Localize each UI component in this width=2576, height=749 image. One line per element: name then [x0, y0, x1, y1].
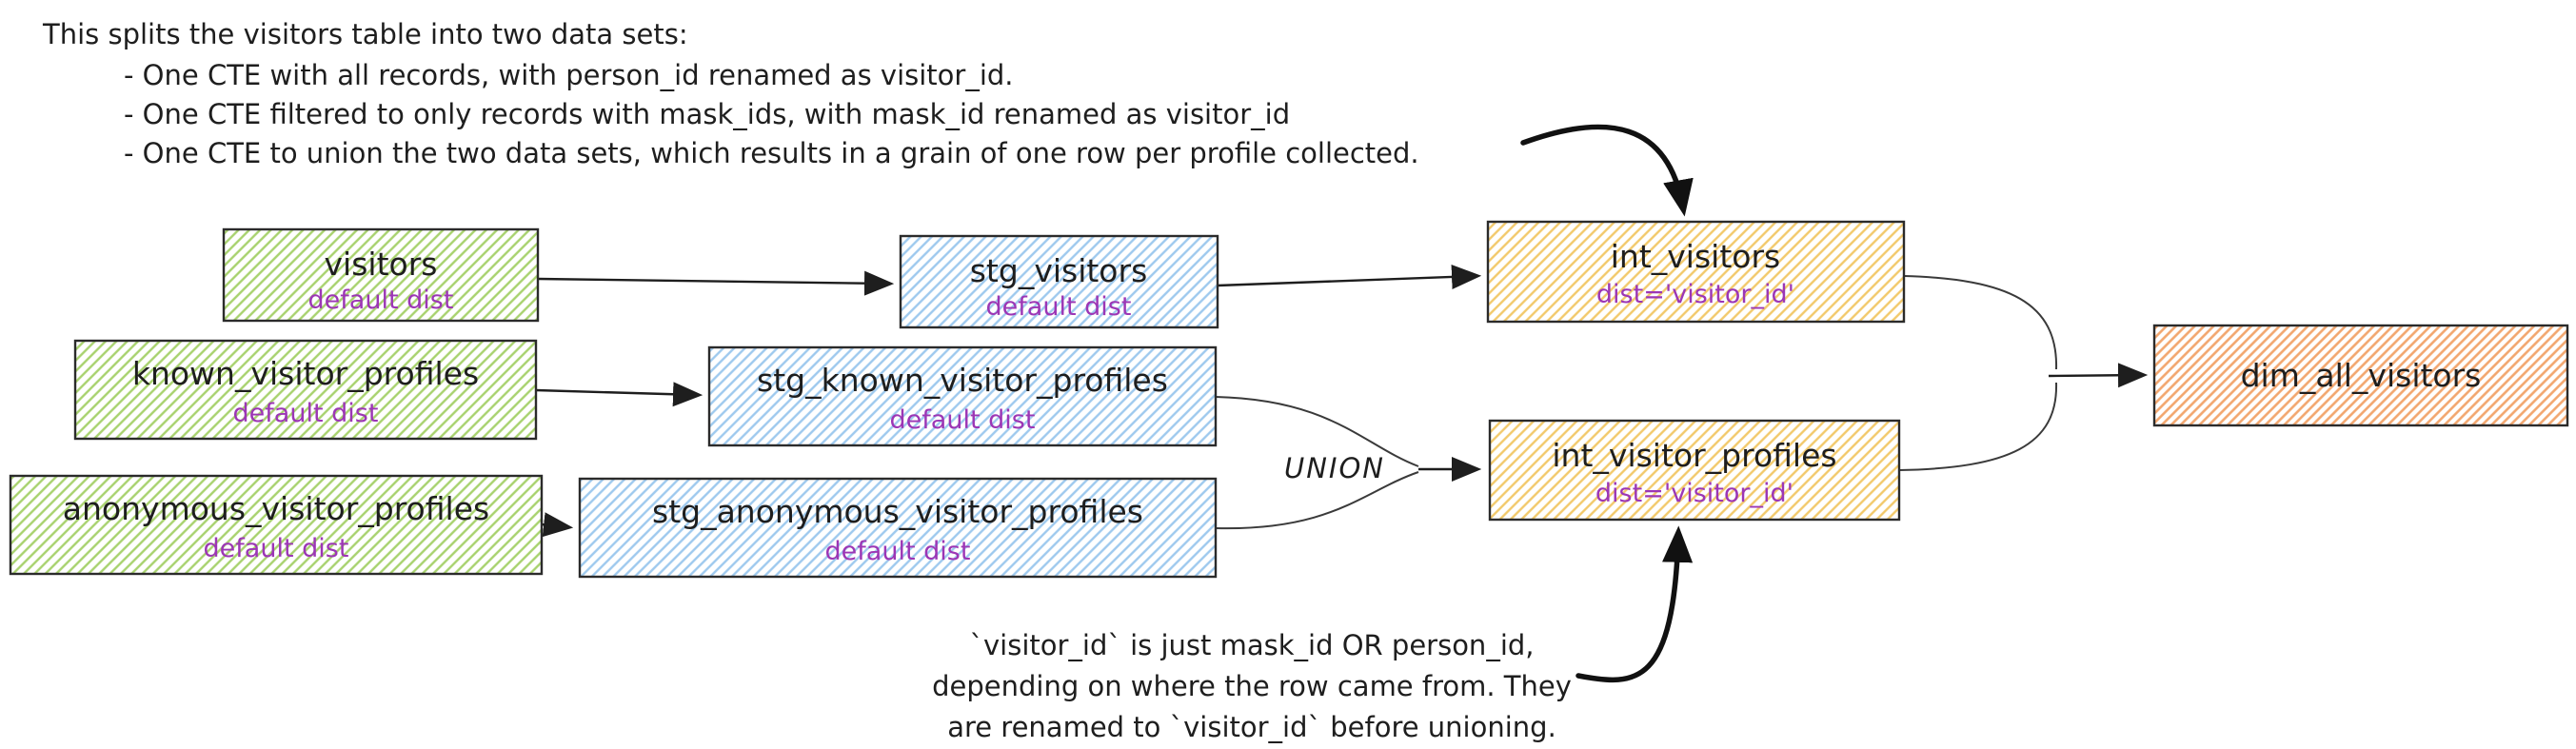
node-stg-known-visitor-profiles-subtitle: default dist	[890, 405, 1036, 435]
edge-int-visitor-profiles-to-merge	[1898, 382, 2058, 471]
node-visitors-title: visitors	[325, 246, 438, 283]
node-known-visitor-profiles-title: known_visitor_profiles	[132, 355, 479, 392]
node-known-visitor-profiles-subtitle: default dist	[233, 399, 379, 428]
bottom-note-line-2: depending on where the row came from. Th…	[932, 670, 1572, 702]
node-stg-known-visitor-profiles: stg_known_visitor_profiles default dist	[707, 345, 1218, 447]
node-stg-anonymous-visitor-profiles-subtitle: default dist	[825, 537, 971, 566]
node-anonymous-visitor-profiles: anonymous_visitor_profiles default dist	[9, 474, 544, 576]
node-int-visitor-profiles-box	[1488, 419, 1901, 522]
node-dim-all-visitors-title: dim_all_visitors	[2241, 357, 2482, 394]
node-int-visitors: int_visitors dist='visitor_id'	[1486, 220, 1906, 324]
node-stg-anonymous-visitor-profiles-box	[578, 477, 1218, 579]
edge-stg-visitors-to-int-visitors	[1217, 264, 1482, 289]
node-stg-anonymous-visitor-profiles: stg_anonymous_visitor_profiles default d…	[578, 477, 1218, 579]
top-note-bullet-2: - One CTE filtered to only records with …	[124, 98, 1290, 130]
bottom-note-line-3: are renamed to `visitor_id` before union…	[947, 711, 1556, 743]
node-known-visitor-profiles: known_visitor_profiles default dist	[73, 339, 538, 441]
top-note-bullet-3: - One CTE to union the two data sets, wh…	[124, 137, 1419, 169]
edge-merge-to-dim-all-visitors	[2048, 363, 2149, 388]
edge-anonymous-to-stg-anonymous	[541, 512, 574, 538]
node-anonymous-visitor-profiles-box	[9, 474, 544, 576]
edge-stg-known-to-union	[1215, 396, 1419, 467]
node-stg-anonymous-visitor-profiles-title: stg_anonymous_visitor_profiles	[652, 493, 1143, 530]
node-anonymous-visitor-profiles-title: anonymous_visitor_profiles	[63, 490, 489, 527]
node-int-visitors-box	[1486, 220, 1906, 324]
edge-known-to-stg-known	[535, 382, 703, 407]
node-stg-visitors-title: stg_visitors	[970, 252, 1148, 289]
node-int-visitors-subtitle: dist='visitor_id'	[1596, 280, 1794, 309]
top-note-bullet-1: - One CTE with all records, with person_…	[124, 59, 1014, 91]
node-stg-known-visitor-profiles-title: stg_known_visitor_profiles	[757, 362, 1168, 399]
node-stg-known-visitor-profiles-box	[707, 345, 1218, 447]
node-dim-all-visitors: dim_all_visitors	[2152, 324, 2569, 427]
union-label: UNION	[1284, 452, 1385, 484]
node-dim-all-visitors-box	[2152, 324, 2569, 427]
bottom-note: `visitor_id` is just mask_id OR person_i…	[932, 629, 1572, 743]
node-anonymous-visitor-profiles-subtitle: default dist	[204, 534, 349, 563]
edge-visitors-to-stg-visitors	[537, 270, 895, 296]
top-note-heading: This splits the visitors table into two …	[42, 18, 688, 50]
top-note-arrow	[1520, 124, 1694, 217]
node-known-visitor-profiles-box	[73, 339, 538, 441]
node-visitors: visitors default dist	[222, 227, 540, 323]
node-stg-visitors-box	[899, 234, 1219, 329]
bottom-note-arrow	[1575, 525, 1694, 683]
node-visitors-box	[222, 227, 540, 323]
node-visitors-subtitle: default dist	[308, 286, 454, 315]
edge-stg-anonymous-to-union	[1215, 471, 1419, 530]
node-int-visitor-profiles-title: int_visitor_profiles	[1552, 437, 1836, 474]
top-note: This splits the visitors table into two …	[42, 18, 1419, 169]
node-int-visitor-profiles: int_visitor_profiles dist='visitor_id'	[1488, 419, 1901, 522]
node-stg-visitors: stg_visitors default dist	[899, 234, 1219, 329]
bottom-note-line-1: `visitor_id` is just mask_id OR person_i…	[969, 629, 1534, 661]
node-stg-visitors-subtitle: default dist	[986, 292, 1132, 322]
node-int-visitor-profiles-subtitle: dist='visitor_id'	[1595, 479, 1793, 508]
edge-int-visitors-to-merge	[1903, 275, 2058, 370]
node-int-visitors-title: int_visitors	[1611, 238, 1780, 275]
